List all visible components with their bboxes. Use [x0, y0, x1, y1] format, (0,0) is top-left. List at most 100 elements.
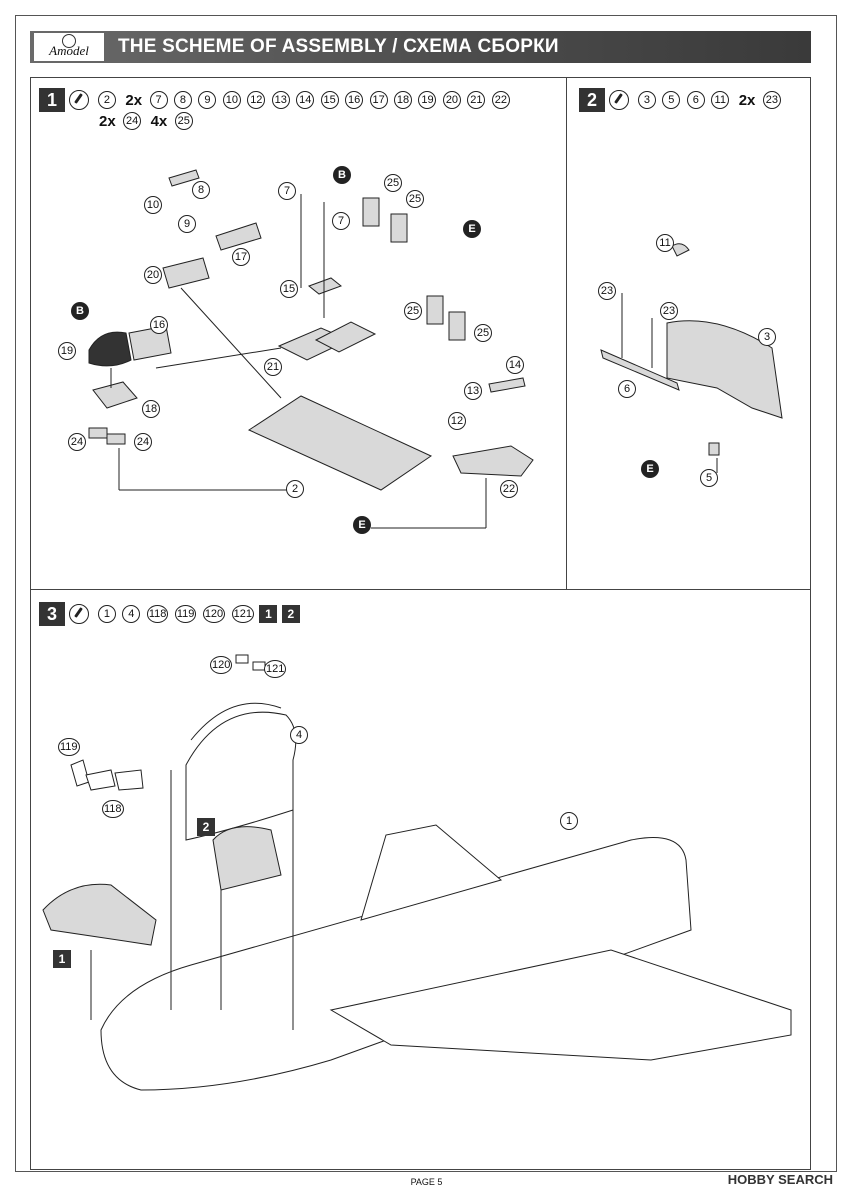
- glue-marker-icon: E: [463, 220, 481, 238]
- callout-label: 10: [144, 196, 162, 214]
- logo-emblem-icon: [62, 34, 76, 48]
- step1-parts-line2: 2x 24 4x 25: [95, 112, 194, 130]
- header-bar: Amodel THE SCHEME OF ASSEMBLY / СХЕМА СБ…: [30, 31, 811, 63]
- part-ref: 1: [97, 605, 116, 623]
- callout-label: 5: [700, 469, 718, 487]
- callout-label: 9: [178, 215, 196, 233]
- callout-label: 121: [264, 660, 287, 678]
- qty-label: 2x: [125, 91, 143, 109]
- part-ref: 22: [491, 91, 510, 109]
- part-ref: 120: [202, 605, 226, 623]
- part-ref: 25: [174, 112, 193, 130]
- part-ref: 17: [369, 91, 388, 109]
- callout-label: 25: [474, 324, 492, 342]
- floor-plate-shape: [247, 395, 433, 491]
- part-ref: 23: [762, 91, 781, 109]
- part-ref: 9: [198, 91, 217, 109]
- page-frame: [15, 15, 837, 1172]
- sub-step-marker: 1: [53, 950, 71, 968]
- callout-label: 23: [598, 282, 616, 300]
- part-ref: 24: [123, 112, 142, 130]
- part-ref: 118: [146, 605, 169, 623]
- step2-diagram: [600, 243, 783, 473]
- callout-label: 23: [660, 302, 678, 320]
- page-number: PAGE 5: [410, 1177, 443, 1187]
- callout-label: 118: [102, 800, 124, 818]
- step1-parts-line1: 1 2 2x 7 8 9 10 12 13 14 15 16 17 18 19 …: [39, 88, 511, 112]
- part-ref: 19: [418, 91, 437, 109]
- part-ref: 5: [662, 91, 681, 109]
- bulkhead-shape: [666, 320, 783, 419]
- sub-step-ref: 2: [281, 605, 300, 623]
- callout-label: 1: [560, 812, 578, 830]
- callout-label: 24: [68, 433, 86, 451]
- step1-number: 1: [39, 88, 65, 112]
- callout-label: 14: [506, 356, 524, 374]
- step3-diagram: [42, 654, 792, 1091]
- logo-text: Amodel: [49, 43, 89, 58]
- amodel-logo: Amodel: [34, 33, 104, 61]
- step2-number: 2: [579, 88, 605, 112]
- callout-label: 13: [464, 382, 482, 400]
- step2-parts-line: 2 3 5 6 11 2x 23: [579, 88, 782, 112]
- glue-marker-icon: B: [333, 166, 351, 184]
- callout-label: 12: [448, 412, 466, 430]
- callout-label: 22: [500, 480, 518, 498]
- callout-label: 4: [290, 726, 308, 744]
- callout-label: 20: [144, 266, 162, 284]
- watermark: HOBBY SEARCH: [727, 1172, 833, 1187]
- callout-label: 17: [232, 248, 250, 266]
- part-ref: 12: [247, 91, 266, 109]
- part-ref: 21: [467, 91, 486, 109]
- glue-icon: [69, 604, 90, 624]
- part-ref: 18: [394, 91, 413, 109]
- step3-number: 3: [39, 602, 65, 626]
- callout-label: 11: [656, 234, 674, 252]
- callout-label: 19: [58, 342, 76, 360]
- glue-marker-icon: B: [71, 302, 89, 320]
- callout-label: 18: [142, 400, 160, 418]
- callout-label: 3: [758, 328, 776, 346]
- step3-panel: 3 1 4 118 119 120 121 1 2: [30, 589, 811, 1170]
- sub-step-marker: 2: [197, 818, 215, 836]
- part-ref: 16: [345, 91, 364, 109]
- part-ref: 14: [296, 91, 315, 109]
- part-ref: 8: [173, 91, 192, 109]
- callout-label: 2: [286, 480, 304, 498]
- callout-label: 25: [406, 190, 424, 208]
- callout-label: 25: [384, 174, 402, 192]
- part-ref: 13: [271, 91, 290, 109]
- part-ref: 2: [97, 91, 116, 109]
- part-ref: 6: [686, 91, 705, 109]
- callout-label: 8: [192, 181, 210, 199]
- step3-parts-line: 3 1 4 118 119 120 121 1 2: [39, 602, 300, 626]
- fuselage-shape: [100, 837, 692, 1091]
- part-ref: 3: [637, 91, 656, 109]
- part-ref: 7: [149, 91, 168, 109]
- glue-icon: [609, 90, 630, 110]
- page-title: THE SCHEME OF ASSEMBLY / СХЕМА СБОРКИ: [118, 36, 559, 57]
- part-ref: 121: [231, 605, 254, 623]
- qty-label: 4x: [150, 112, 168, 130]
- callout-label: 21: [264, 358, 282, 376]
- part-ref: 10: [222, 91, 241, 109]
- sub-step-ref: 1: [259, 605, 278, 623]
- part-ref: 4: [122, 605, 141, 623]
- callout-label: 120: [210, 656, 233, 674]
- part-ref: 20: [442, 91, 461, 109]
- qty-label: 2x: [99, 112, 116, 130]
- part-ref: 11: [711, 91, 730, 109]
- glue-marker-icon: E: [353, 516, 371, 534]
- callout-label: 24: [134, 433, 152, 451]
- callout-label: 119: [58, 738, 80, 756]
- qty-label: 2x: [738, 91, 756, 109]
- step1-diagram: [88, 169, 534, 529]
- glue-icon: [69, 90, 90, 110]
- part-ref: 15: [320, 91, 339, 109]
- part-ref: 119: [174, 605, 197, 623]
- callout-label: 7: [278, 182, 296, 200]
- step1-panel: 1 2 2x 7 8 9 10 12 13 14 15 16 17 18 19 …: [30, 77, 567, 590]
- callout-label: 6: [618, 380, 636, 398]
- callout-label: 25: [404, 302, 422, 320]
